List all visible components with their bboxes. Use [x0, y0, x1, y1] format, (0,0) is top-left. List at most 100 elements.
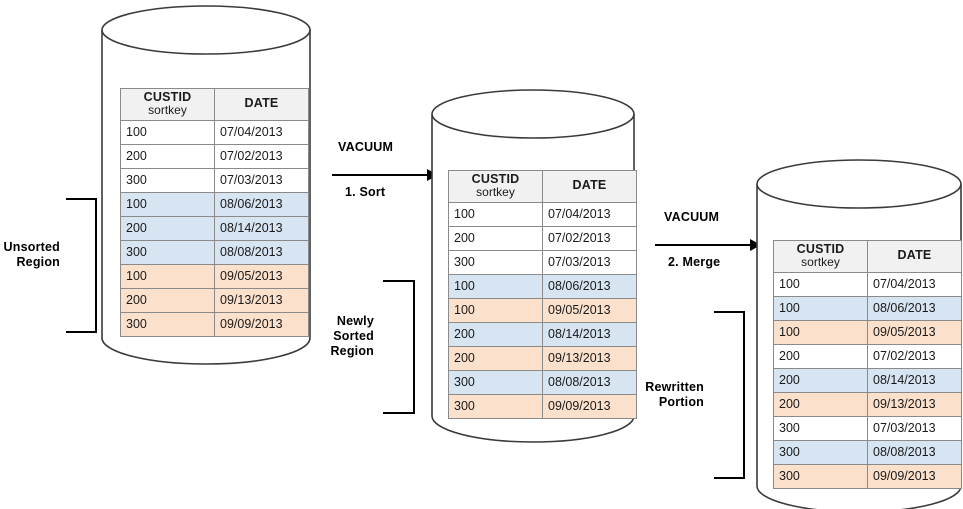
column-header-date: DATE: [867, 240, 962, 273]
cell-custid: 100: [448, 273, 543, 299]
cell-date: 08/06/2013: [867, 295, 962, 321]
cell-date: 07/04/2013: [542, 201, 637, 227]
cell-custid: 300: [448, 369, 543, 395]
cell-custid: 200: [120, 287, 215, 313]
cell-date: 07/02/2013: [214, 143, 309, 169]
cell-date: 07/03/2013: [867, 415, 962, 441]
bracket-unsorted-region: [66, 198, 97, 333]
sortkey-label: sortkey: [801, 255, 840, 270]
arrow-step-merge: 2. Merge: [668, 255, 721, 269]
cell-custid: 100: [773, 271, 868, 297]
cell-custid: 200: [448, 225, 543, 251]
table-header-row: CUSTID sortkey DATE: [120, 88, 309, 121]
cell-custid: 300: [773, 463, 868, 489]
cell-date: 08/08/2013: [214, 239, 309, 265]
arrow-line-sort: [332, 174, 429, 176]
cell-date: 07/04/2013: [214, 119, 309, 145]
cell-date: 07/02/2013: [542, 225, 637, 251]
cell-custid: 300: [448, 249, 543, 275]
arrow-head-merge: [750, 239, 761, 251]
arrow-group-merge: VACUUM 2. Merge: [655, 210, 767, 270]
cell-custid: 100: [773, 295, 868, 321]
cell-custid: 100: [120, 263, 215, 289]
arrow-title-merge: VACUUM: [664, 210, 720, 224]
cell-custid: 100: [448, 297, 543, 323]
sortkey-label: sortkey: [148, 103, 187, 118]
bracket-newly-sorted-region: [383, 280, 415, 414]
cell-date: 09/05/2013: [214, 263, 309, 289]
cell-date: 09/05/2013: [867, 319, 962, 345]
cell-date: 07/03/2013: [214, 167, 309, 193]
date-label: DATE: [244, 96, 279, 111]
column-header-date: DATE: [214, 88, 309, 121]
cell-date: 08/06/2013: [214, 191, 309, 217]
cell-date: 08/14/2013: [867, 367, 962, 393]
column-header-date: DATE: [542, 170, 637, 203]
cell-custid: 100: [120, 191, 215, 217]
arrow-line-merge: [655, 244, 752, 246]
custid-label: CUSTID: [143, 90, 192, 104]
cell-date: 09/13/2013: [214, 287, 309, 313]
cell-date: 09/09/2013: [867, 463, 962, 489]
bracket-rewritten-portion: [714, 311, 745, 479]
cell-date: 09/05/2013: [542, 297, 637, 323]
date-label: DATE: [897, 248, 932, 263]
cell-date: 07/02/2013: [867, 343, 962, 369]
cell-custid: 300: [120, 167, 215, 193]
cell-custid: 200: [773, 391, 868, 417]
cell-custid: 300: [773, 439, 868, 465]
cell-custid: 300: [120, 311, 215, 337]
cell-custid: 100: [120, 119, 215, 145]
cell-custid: 200: [773, 367, 868, 393]
column-header-custid: CUSTID sortkey: [773, 240, 868, 273]
cell-custid: 200: [448, 321, 543, 347]
cell-custid: 300: [120, 239, 215, 265]
caption-newly-sorted-region: Newly Sorted Region: [330, 314, 374, 358]
arrow-title-sort: VACUUM: [338, 140, 394, 154]
custid-label: CUSTID: [471, 172, 520, 186]
cell-custid: 200: [120, 143, 215, 169]
custid-label: CUSTID: [796, 242, 845, 256]
column-header-custid: CUSTID sortkey: [448, 170, 543, 203]
cell-custid: 200: [773, 343, 868, 369]
cell-date: 07/03/2013: [542, 249, 637, 275]
table-header-row: CUSTID sortkey DATE: [773, 240, 962, 273]
cell-date: 09/09/2013: [214, 311, 309, 337]
cell-date: 08/08/2013: [542, 369, 637, 395]
cell-date: 09/09/2013: [542, 393, 637, 419]
column-header-custid: CUSTID sortkey: [120, 88, 215, 121]
cell-custid: 200: [120, 215, 215, 241]
cell-custid: 100: [448, 201, 543, 227]
cell-custid: 300: [773, 415, 868, 441]
caption-unsorted-region: Unsorted Region: [3, 240, 60, 269]
